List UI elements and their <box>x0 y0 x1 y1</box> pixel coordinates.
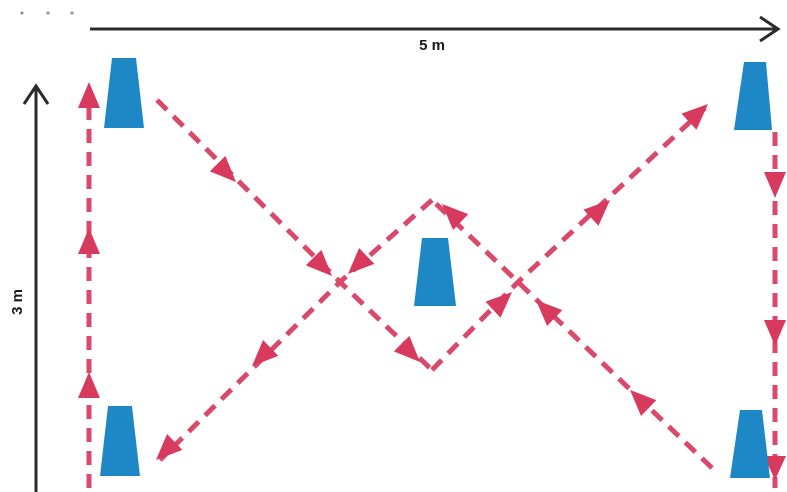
arrowhead-icon <box>252 340 279 366</box>
arrowhead-icon <box>630 390 657 416</box>
cone-icon <box>734 62 772 130</box>
arrowhead-icon <box>348 248 375 274</box>
cone-icon <box>414 238 456 306</box>
height-arrowhead-icon <box>22 83 50 105</box>
cone-icon <box>730 410 770 478</box>
height-dimension: 3 m <box>9 83 50 492</box>
arrowhead-icon <box>764 320 786 346</box>
arrowhead-icon <box>442 204 469 230</box>
arrowhead-icon <box>78 228 100 254</box>
width-arrowhead-icon <box>759 15 781 43</box>
corner-marks <box>20 11 74 15</box>
arrowhead-icon <box>764 172 786 198</box>
height-label: 3 m <box>9 289 26 315</box>
arrowhead-icon <box>393 335 420 362</box>
arrowhead-icon <box>485 292 512 318</box>
path-bottom-middle-to-top-right <box>430 106 707 372</box>
arrowhead-icon <box>78 372 100 398</box>
arrowhead-icon <box>681 104 708 130</box>
arrowheads <box>78 82 786 480</box>
cone-icon <box>100 406 140 476</box>
path-bottom-right-to-top-middle <box>430 198 714 470</box>
arrowhead-icon <box>209 155 236 182</box>
arrowhead-icon <box>536 300 563 326</box>
arrowhead-icon <box>156 434 183 460</box>
width-dimension: 5 m <box>90 15 781 54</box>
arrowhead-icon <box>78 82 100 108</box>
cone-icon <box>104 58 144 128</box>
cones <box>100 58 772 478</box>
arrowhead-icon <box>305 249 332 276</box>
width-label: 5 m <box>419 37 445 54</box>
arrowhead-icon <box>583 200 610 226</box>
path-top-middle-to-bottom-left <box>158 198 434 462</box>
arrowhead-icon <box>764 456 786 480</box>
